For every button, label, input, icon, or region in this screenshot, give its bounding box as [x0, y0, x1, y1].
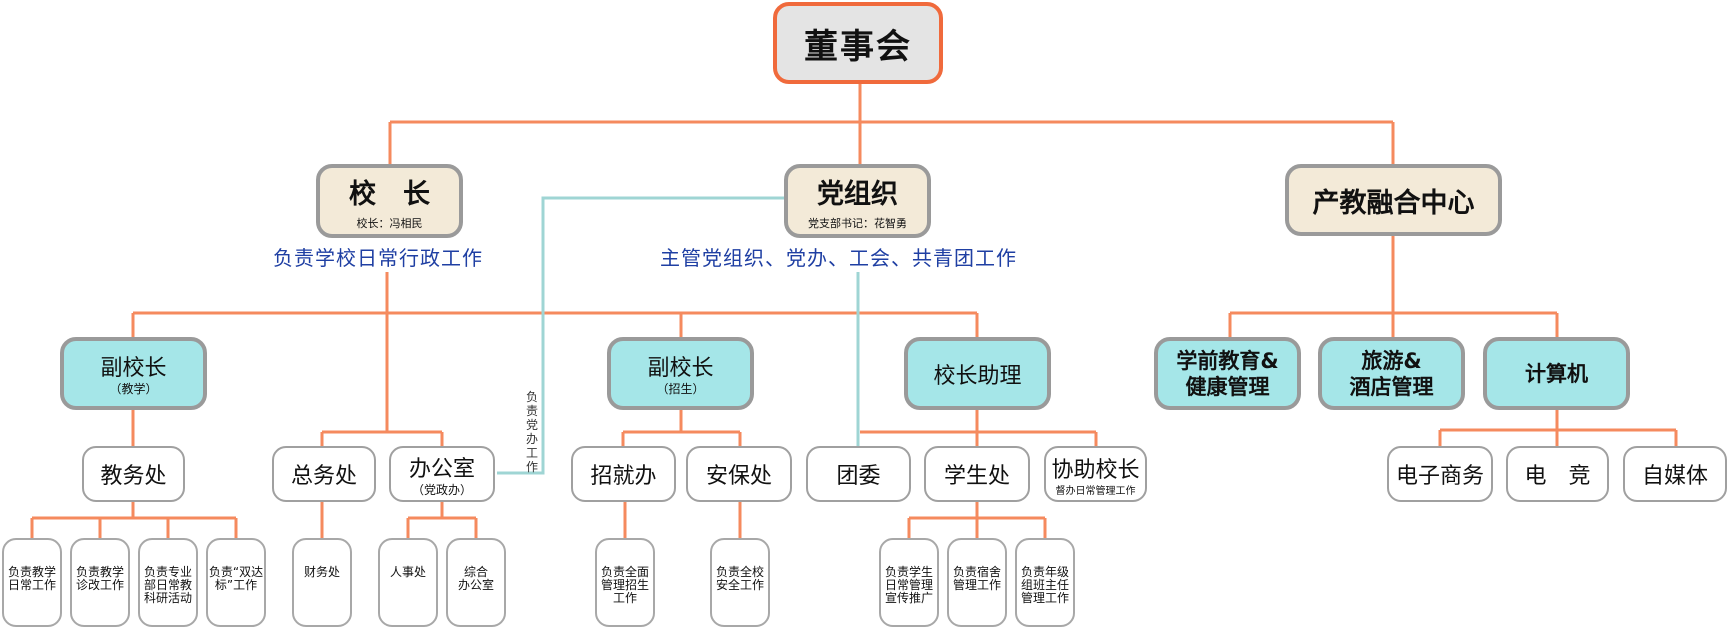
party-title: 党组织 [817, 178, 898, 210]
vp-enroll-title: 副校长 [647, 356, 714, 381]
major-preschool-label: 学前教育& 健康管理 [1176, 348, 1279, 399]
dept-general-box: 总务处 [272, 446, 376, 502]
dept-assist-label: 协助校长 [1051, 457, 1140, 483]
party-secretary: 党支部书记：花智勇 [808, 216, 907, 230]
dept-academic-label: 教务处 [100, 464, 167, 489]
principal-description: 负责学校日常行政工作 [273, 246, 483, 270]
dept-league-label: 团委 [836, 464, 881, 489]
principal-assistant-box: 校长助理 [904, 337, 1051, 410]
leaf-dual-standard: 负责“双达 标”工作 [206, 538, 266, 627]
party-box: 党组织 党支部书记：花智勇 [784, 164, 931, 238]
major-tourism-label: 旅游& 酒店管理 [1349, 348, 1434, 399]
dept-office-sub: （党政办） [411, 482, 472, 497]
leaf-student-daily: 负责学生 日常管理 宣传推广 [879, 538, 939, 627]
leaf-research: 负责专业 部日常教 科研活动 [138, 538, 198, 627]
industry-center-title: 产教融合中心 [1312, 187, 1475, 219]
dept-enroll-label: 招就办 [590, 464, 657, 489]
subject-esports-box: 电 竞 [1506, 446, 1609, 502]
dept-student-label: 学生处 [943, 464, 1010, 489]
dept-enroll-box: 招就办 [571, 446, 676, 502]
vp-teaching-title: 副校长 [100, 356, 167, 381]
dept-league-box: 团委 [806, 446, 911, 502]
dept-security-label: 安保处 [705, 464, 772, 489]
dept-assist-sub: 督办日常管理工作 [1055, 485, 1136, 497]
leaf-grade-teacher: 负责年级 组班主任 管理工作 [1015, 538, 1075, 627]
industry-center-box: 产教融合中心 [1285, 164, 1502, 236]
leaf-teaching-daily: 负责教学 日常工作 [2, 538, 62, 627]
major-preschool-box: 学前教育& 健康管理 [1154, 337, 1301, 410]
subject-ecommerce-box: 电子商务 [1387, 446, 1493, 502]
principal-name: 校长：冯相民 [356, 216, 423, 230]
subject-media-box: 自媒体 [1623, 446, 1727, 502]
vp-enroll-sub: （招生） [656, 382, 705, 396]
dept-office-box: 办公室 （党政办） [389, 446, 495, 502]
major-tourism-box: 旅游& 酒店管理 [1318, 337, 1465, 410]
vp-teaching-box: 副校长 （教学） [60, 337, 207, 410]
subject-media-label: 自媒体 [1641, 464, 1708, 489]
leaf-finance: 财务处 [292, 538, 352, 627]
party-description: 主管党组织、党办、工会、共青团工作 [660, 246, 1017, 270]
board-title: 董事会 [804, 26, 912, 67]
dept-assist-box: 协助校长 督办日常管理工作 [1044, 446, 1147, 502]
dept-office-label: 办公室 [408, 456, 475, 482]
leaf-teaching-diagnosis: 负责教学 诊改工作 [70, 538, 130, 627]
dept-general-label: 总务处 [290, 464, 357, 489]
major-computer-label: 计算机 [1525, 361, 1588, 386]
subject-esports-label: 电 竞 [1524, 464, 1591, 489]
subject-ecommerce-label: 电子商务 [1395, 464, 1484, 489]
leaf-dormitory: 负责宿舍 管理工作 [947, 538, 1007, 627]
leaf-personnel: 人事处 [378, 538, 438, 627]
dept-security-box: 安保处 [686, 446, 792, 502]
party-office-label: 负责党办工作 [525, 390, 538, 474]
leaf-safety: 负责全校 安全工作 [710, 538, 770, 627]
major-computer-box: 计算机 [1483, 337, 1630, 410]
leaf-enrollment: 负责全面 管理招生 工作 [595, 538, 655, 627]
principal-title: 校 长 [349, 178, 430, 210]
principal-assistant-title: 校长助理 [933, 363, 1022, 389]
dept-student-box: 学生处 [924, 446, 1030, 502]
principal-box: 校 长 校长：冯相民 [316, 164, 463, 238]
vp-enroll-box: 副校长 （招生） [607, 337, 754, 410]
board-box: 董事会 [773, 2, 943, 84]
dept-academic-box: 教务处 [82, 446, 185, 502]
vp-teaching-sub: （教学） [109, 382, 158, 396]
leaf-general-office: 综合 办公室 [446, 538, 506, 627]
